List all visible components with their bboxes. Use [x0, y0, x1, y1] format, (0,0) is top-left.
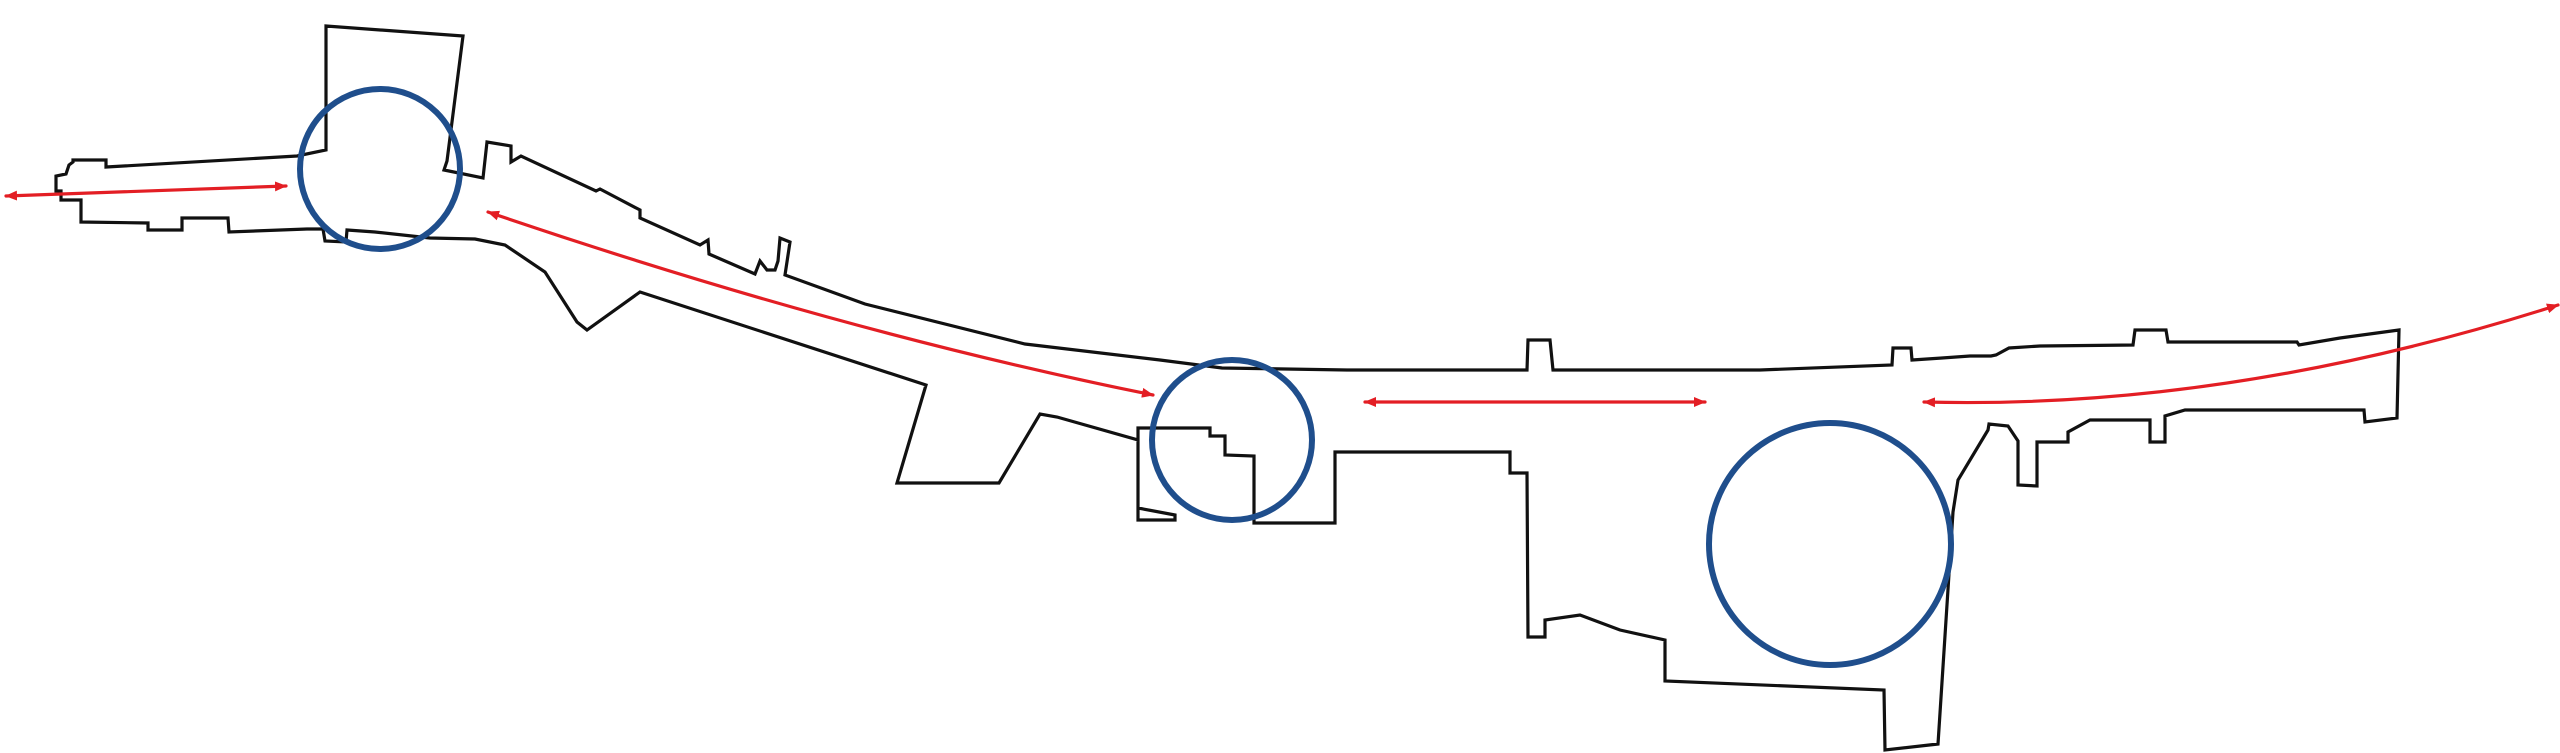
node-circle-1	[297, 86, 463, 252]
street-plan-outline	[54, 24, 2401, 752]
flow-arrow-1	[4, 181, 288, 201]
node-circle-3	[1706, 420, 1954, 668]
flow-arrow-4	[1922, 303, 2560, 408]
flow-arrow-2	[486, 210, 1155, 398]
node-circle-2	[1149, 357, 1315, 523]
